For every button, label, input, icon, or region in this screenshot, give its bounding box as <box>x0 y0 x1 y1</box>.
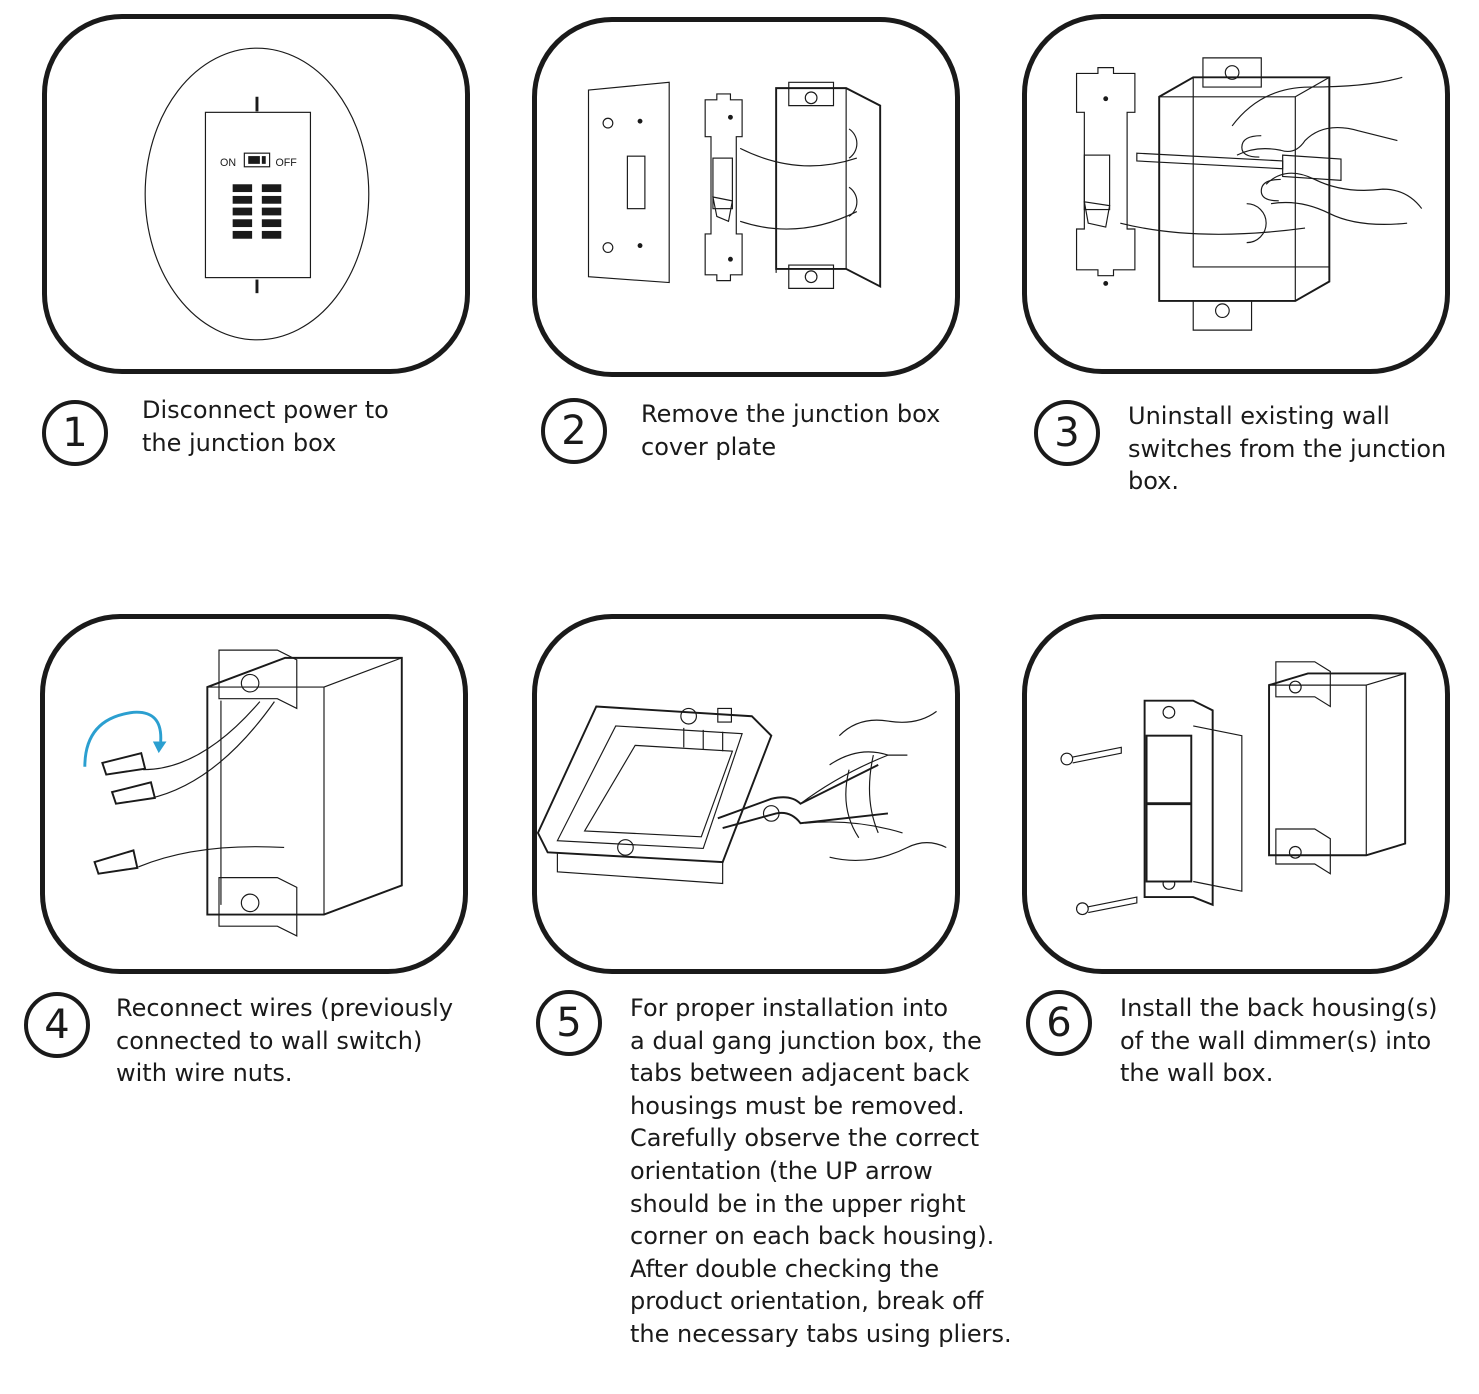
step-6-illustration-panel <box>1022 614 1450 974</box>
step-4-number: 4 <box>24 992 90 1058</box>
step-3-description: Uninstall existing wall switches from th… <box>1128 402 1447 496</box>
step-2-description: Remove the junction box cover plate <box>641 400 941 461</box>
junction-box-icon <box>1120 57 1331 331</box>
breaker-off-label: OFF <box>275 157 297 169</box>
step-2-illustration-panel <box>532 17 960 377</box>
step-5-number: 5 <box>536 990 602 1056</box>
step-3-illustration-panel <box>1022 14 1450 374</box>
step-2-number: 2 <box>541 398 607 464</box>
step-3-number: 3 <box>1034 400 1100 466</box>
screwdriver-icon <box>1136 152 1342 182</box>
step-1-description: Disconnect power to the junction box <box>142 396 389 457</box>
step-4-description: Reconnect wires (previously connected to… <box>116 994 454 1088</box>
cover-plate-icon <box>587 81 670 284</box>
toggle-switch-icon <box>1075 67 1136 286</box>
wire-nut-icon <box>93 751 157 875</box>
step-6-description: Install the back housing(s) of the wall … <box>1120 994 1438 1088</box>
junction-box-icon <box>206 649 403 937</box>
pliers-icon <box>717 754 908 834</box>
junction-box-icon <box>1268 661 1407 875</box>
back-housing-icon <box>1143 699 1243 907</box>
step-1-number: 1 <box>42 400 108 466</box>
breaker-on-label: ON <box>220 157 236 169</box>
step-6-number: 6 <box>1026 990 1092 1056</box>
toggle-switch-icon <box>704 93 743 282</box>
step-1-illustration-panel: ON OFF <box>42 14 470 374</box>
screw-icon <box>1075 896 1138 916</box>
step-5-illustration-panel <box>532 614 960 974</box>
back-housing-icon <box>537 705 773 885</box>
hand-icon <box>829 710 947 861</box>
step-4-illustration-panel <box>40 614 468 974</box>
rotate-arrow-icon <box>83 710 167 767</box>
junction-box-icon <box>739 81 882 289</box>
dimmer-icon <box>1145 734 1193 883</box>
screw-icon <box>1060 746 1122 766</box>
hand-icon <box>1231 76 1423 225</box>
step-5-description: For proper installation into a dual gang… <box>630 994 1012 1348</box>
breaker-panel-icon: ON OFF <box>144 47 370 341</box>
